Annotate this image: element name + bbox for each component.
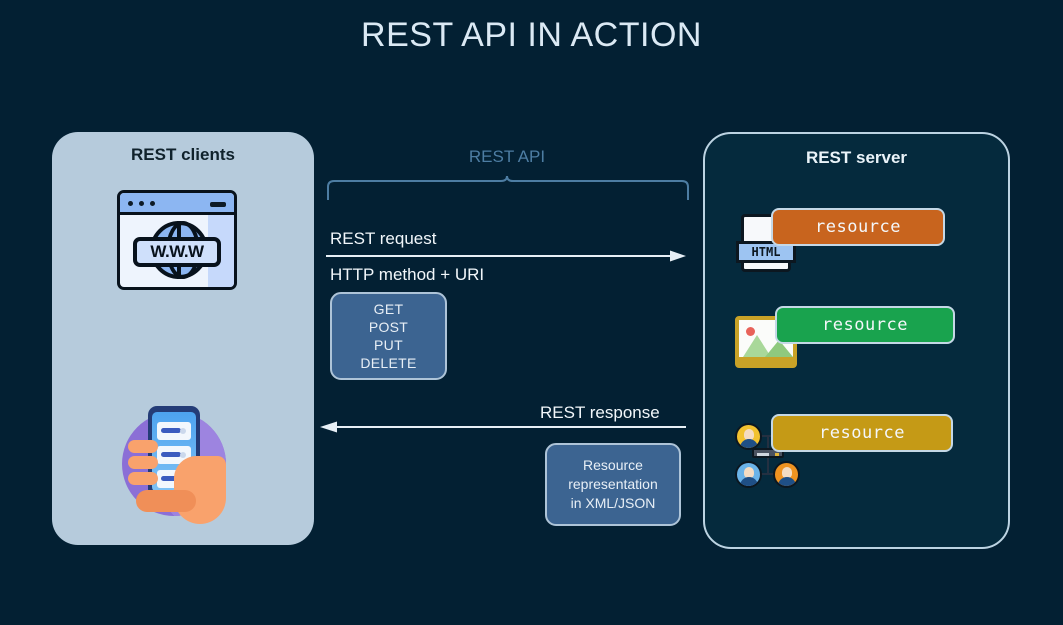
response-representation-box: Resource representation in XML/JSON bbox=[545, 443, 681, 526]
avatar-body bbox=[777, 477, 796, 486]
avatar-yellow bbox=[735, 423, 762, 450]
image-base bbox=[739, 357, 793, 364]
hand-finger bbox=[128, 472, 158, 485]
phone-list-row bbox=[157, 422, 191, 440]
avatar-head bbox=[781, 467, 792, 478]
server-resource-row: resource bbox=[705, 296, 1008, 374]
browser-dot-2 bbox=[139, 201, 144, 206]
rest-clients-title: REST clients bbox=[131, 145, 235, 164]
www-label: W.W.W bbox=[133, 237, 221, 267]
avatar-head bbox=[743, 429, 754, 440]
rest-request-arrow bbox=[326, 250, 686, 262]
browser-dot-1 bbox=[128, 201, 133, 206]
response-box-line-3: in XML/JSON bbox=[570, 495, 656, 511]
network-link bbox=[749, 473, 787, 475]
hand-thumb bbox=[136, 490, 196, 512]
rest-api-brace bbox=[327, 175, 689, 200]
hand-holding-phone-icon bbox=[114, 404, 234, 524]
browser-title-bar bbox=[120, 193, 234, 215]
network-link bbox=[749, 435, 787, 437]
browser-window-icon: W.W.W bbox=[117, 190, 237, 290]
http-method-get: GET bbox=[373, 301, 404, 317]
browser-minimize-dash bbox=[210, 202, 226, 207]
browser-dot-3 bbox=[150, 201, 155, 206]
avatar-body bbox=[739, 477, 758, 486]
avatar-orange bbox=[773, 461, 800, 488]
image-mountain bbox=[765, 340, 793, 357]
avatar-blue bbox=[735, 461, 762, 488]
rest-server-panel: REST server HTML resource bbox=[703, 132, 1010, 549]
http-method-put: PUT bbox=[374, 337, 403, 353]
rest-api-bracket-label: REST API bbox=[468, 147, 546, 166]
rest-response-label: REST response bbox=[540, 403, 660, 422]
hand-finger bbox=[128, 456, 158, 469]
http-method-delete: DELETE bbox=[360, 355, 417, 371]
rest-response-arrow bbox=[320, 421, 686, 433]
http-method-post: POST bbox=[368, 319, 409, 335]
avatar-body bbox=[739, 439, 758, 448]
http-method-uri-label: HTTP method + URI bbox=[330, 265, 485, 284]
rest-server-title: REST server bbox=[805, 148, 908, 167]
hand-finger bbox=[128, 440, 158, 453]
resource-badge-html[interactable]: resource bbox=[771, 208, 945, 246]
resource-badge-image[interactable]: resource bbox=[775, 306, 955, 344]
image-mountain bbox=[743, 335, 771, 357]
rest-request-label: REST request bbox=[330, 229, 437, 248]
resource-badge-users[interactable]: resource bbox=[771, 414, 953, 452]
http-methods-box: GET POST PUT DELETE bbox=[330, 292, 447, 380]
file-type-label: HTML bbox=[736, 241, 796, 263]
page-title: REST API IN ACTION bbox=[361, 16, 702, 54]
avatar-head bbox=[743, 467, 754, 478]
network-switch-icon bbox=[752, 448, 784, 458]
server-resource-row: resource bbox=[705, 409, 1008, 488]
response-box-line-1: Resource bbox=[583, 457, 643, 473]
image-sun bbox=[746, 327, 755, 336]
rest-clients-panel: REST clients W.W.W bbox=[52, 132, 314, 545]
server-resource-row: HTML resource bbox=[705, 196, 1008, 274]
response-box-line-2: representation bbox=[568, 476, 658, 492]
